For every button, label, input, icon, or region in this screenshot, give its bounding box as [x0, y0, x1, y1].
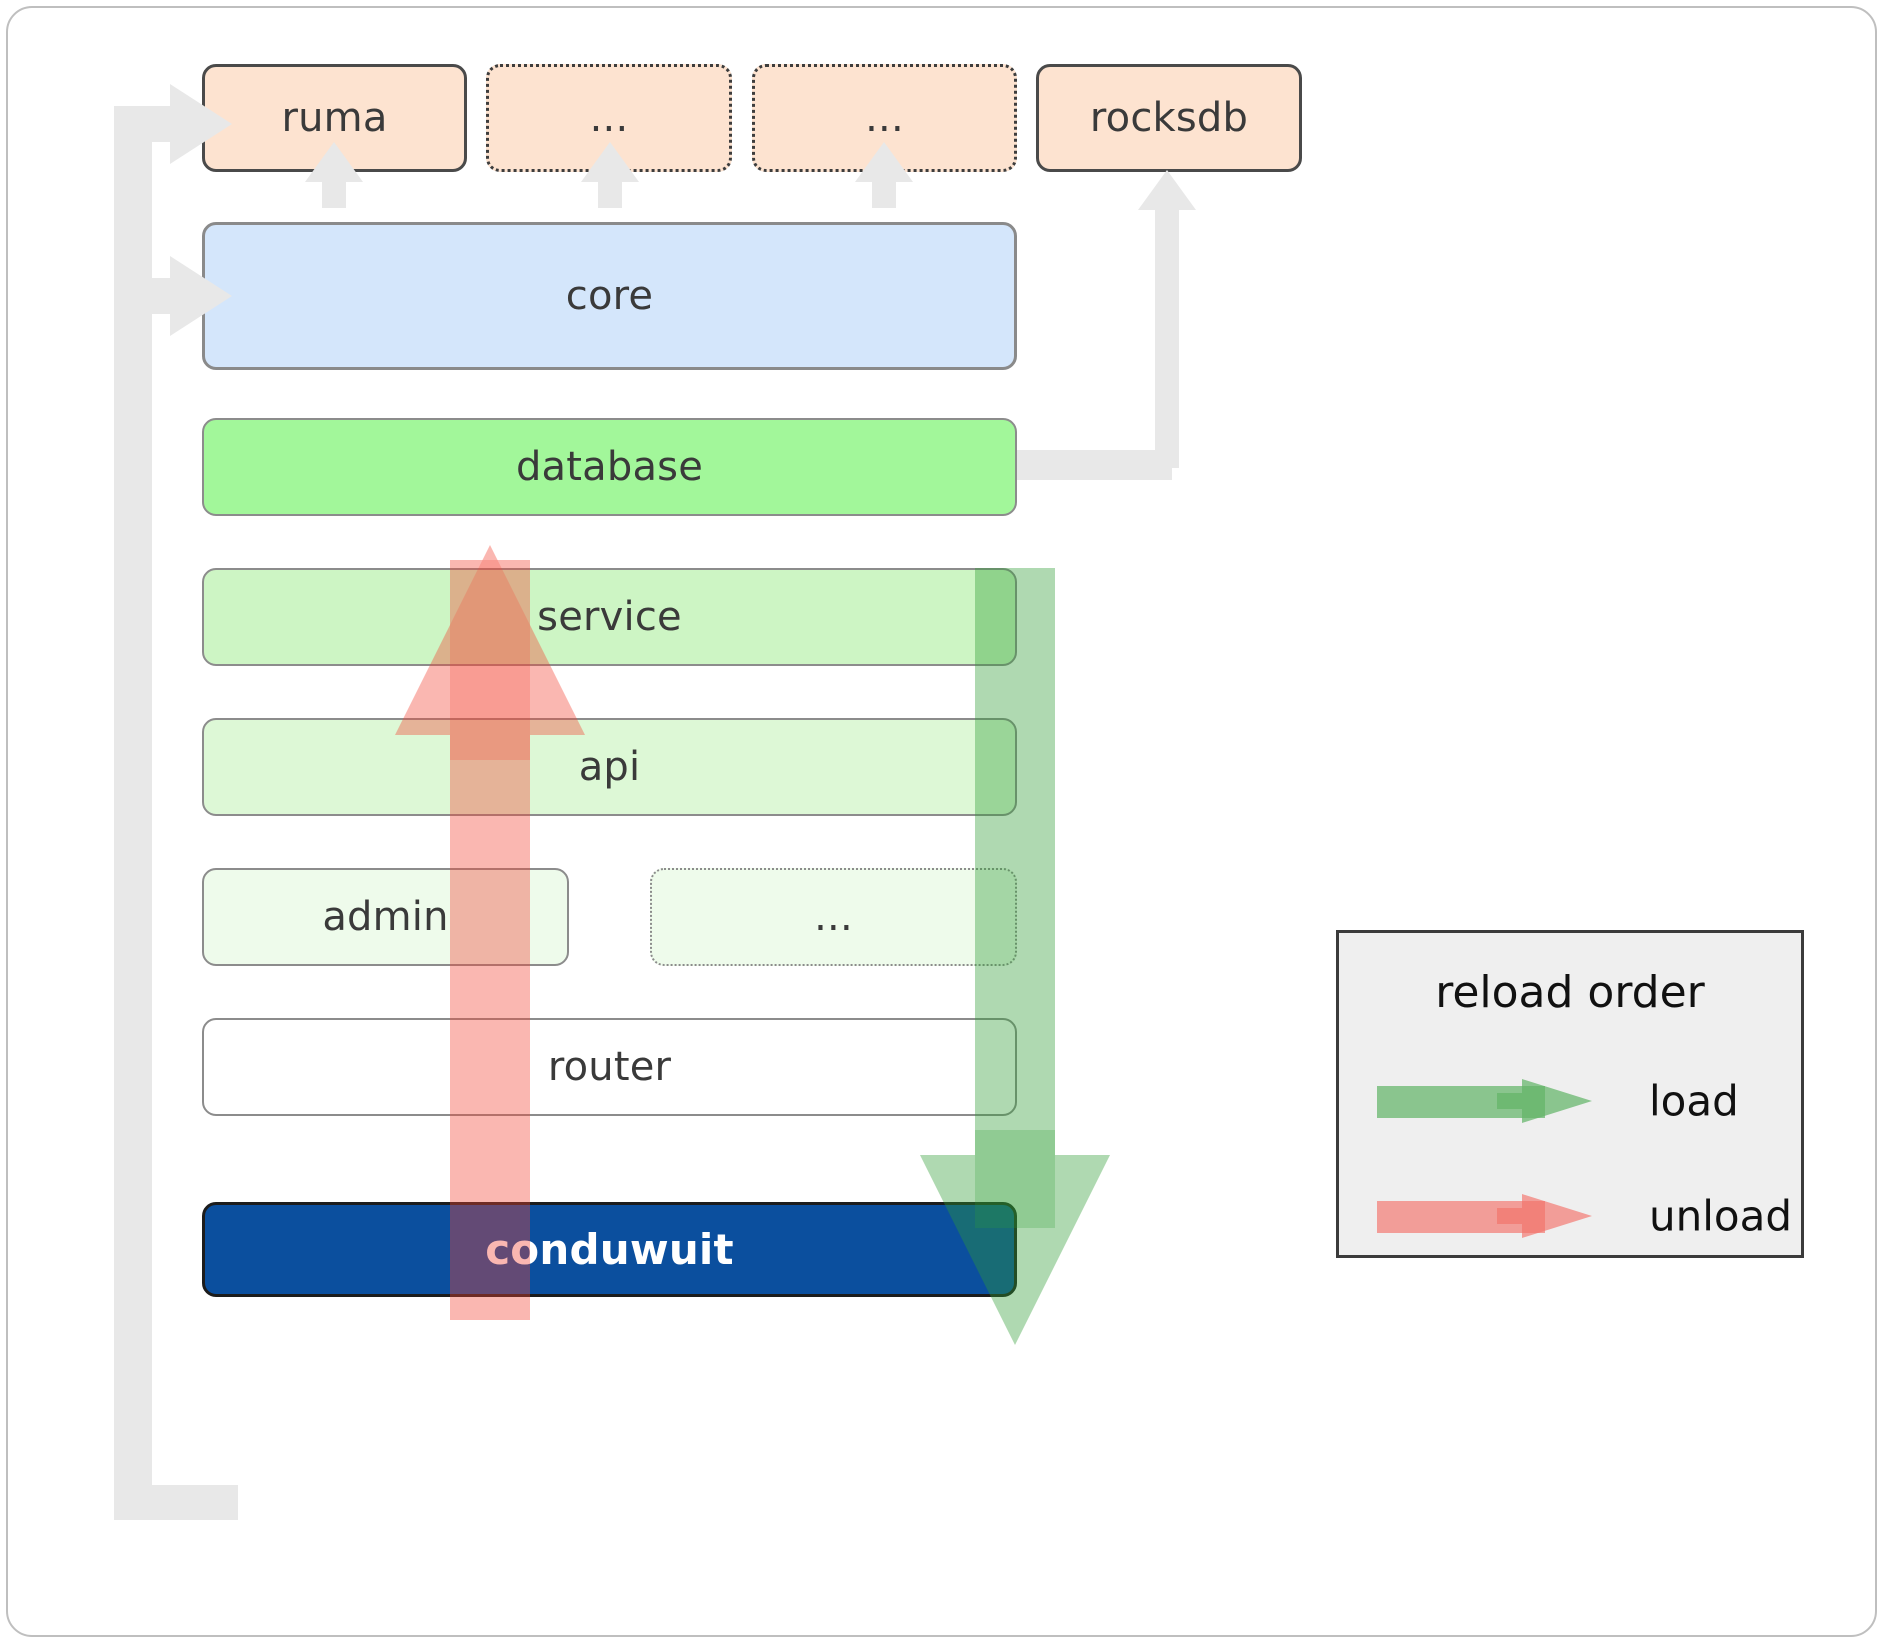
node-rocksdb-label: rocksdb: [1089, 95, 1249, 141]
node-external-placeholder-1[interactable]: ...: [486, 64, 732, 172]
node-external-placeholder-2-label: ...: [865, 95, 904, 141]
node-rocksdb[interactable]: rocksdb: [1036, 64, 1302, 172]
node-layer-placeholder-label: ...: [814, 894, 853, 940]
node-layer-placeholder[interactable]: ...: [650, 868, 1017, 966]
legend-entry-load: load: [1339, 1053, 1801, 1149]
legend-entry-unload: unload: [1339, 1168, 1801, 1264]
legend-panel: reload order load unload: [1336, 930, 1804, 1258]
node-router-label: router: [547, 1044, 672, 1090]
legend-load-arrow-icon: [1377, 1079, 1592, 1123]
node-external-placeholder-2[interactable]: ...: [752, 64, 1017, 172]
legend-load-label: load: [1649, 1076, 1739, 1126]
node-ruma[interactable]: ruma: [202, 64, 467, 172]
node-admin-label: admin: [322, 894, 449, 940]
node-api-label: api: [578, 744, 641, 790]
node-conduwuit[interactable]: conduwuit: [202, 1202, 1017, 1297]
node-conduwuit-label: conduwuit: [485, 1225, 734, 1274]
node-service-label: service: [537, 594, 682, 640]
node-admin[interactable]: admin: [202, 868, 569, 966]
node-core-label: core: [565, 273, 654, 319]
node-core[interactable]: core: [202, 222, 1017, 370]
node-database-label: database: [515, 444, 704, 490]
node-database[interactable]: database: [202, 418, 1017, 516]
node-service[interactable]: service: [202, 568, 1017, 666]
node-external-placeholder-1-label: ...: [589, 95, 629, 141]
node-ruma-label: ruma: [281, 95, 388, 141]
legend-unload-label: unload: [1649, 1191, 1793, 1241]
node-router[interactable]: router: [202, 1018, 1017, 1116]
legend-unload-arrow-icon: [1377, 1194, 1592, 1238]
node-api[interactable]: api: [202, 718, 1017, 816]
legend-title: reload order: [1435, 967, 1705, 1018]
